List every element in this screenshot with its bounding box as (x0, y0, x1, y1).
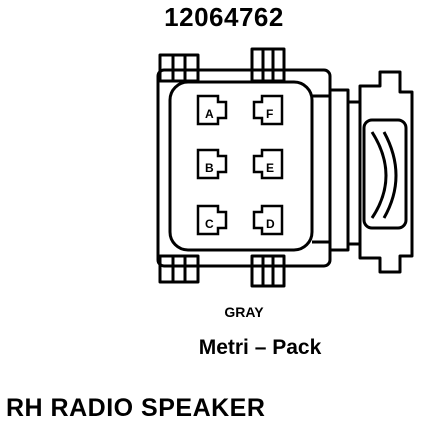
cavity-d: D (252, 204, 284, 236)
top-middle-tab (250, 47, 286, 83)
cavity-f: F (252, 94, 284, 126)
cavity-label-c: C (205, 217, 214, 231)
bottom-left-tab (158, 254, 200, 284)
bottom-middle-tab (250, 254, 286, 288)
cavity-label-a: A (205, 107, 214, 121)
cavity-a: A (196, 94, 228, 126)
connector-caption: RH RADIO SPEAKER (6, 394, 266, 422)
top-left-tab (158, 53, 200, 83)
connector-shell (156, 68, 332, 268)
cavity-label-f: F (266, 107, 273, 121)
cavity-label-b: B (205, 161, 214, 175)
cavity-label-e: E (266, 161, 274, 175)
connector-family-label: Metri – Pack (198, 336, 322, 359)
cavity-e: E (252, 148, 284, 180)
cavity-label-d: D (266, 217, 275, 231)
locking-latch (312, 70, 414, 274)
cavity-b: B (196, 148, 228, 180)
connector-color-label: GRAY (224, 304, 264, 320)
part-number: 12064762 (164, 2, 284, 32)
cavity-face (168, 80, 314, 252)
cavity-c: C (196, 204, 228, 236)
